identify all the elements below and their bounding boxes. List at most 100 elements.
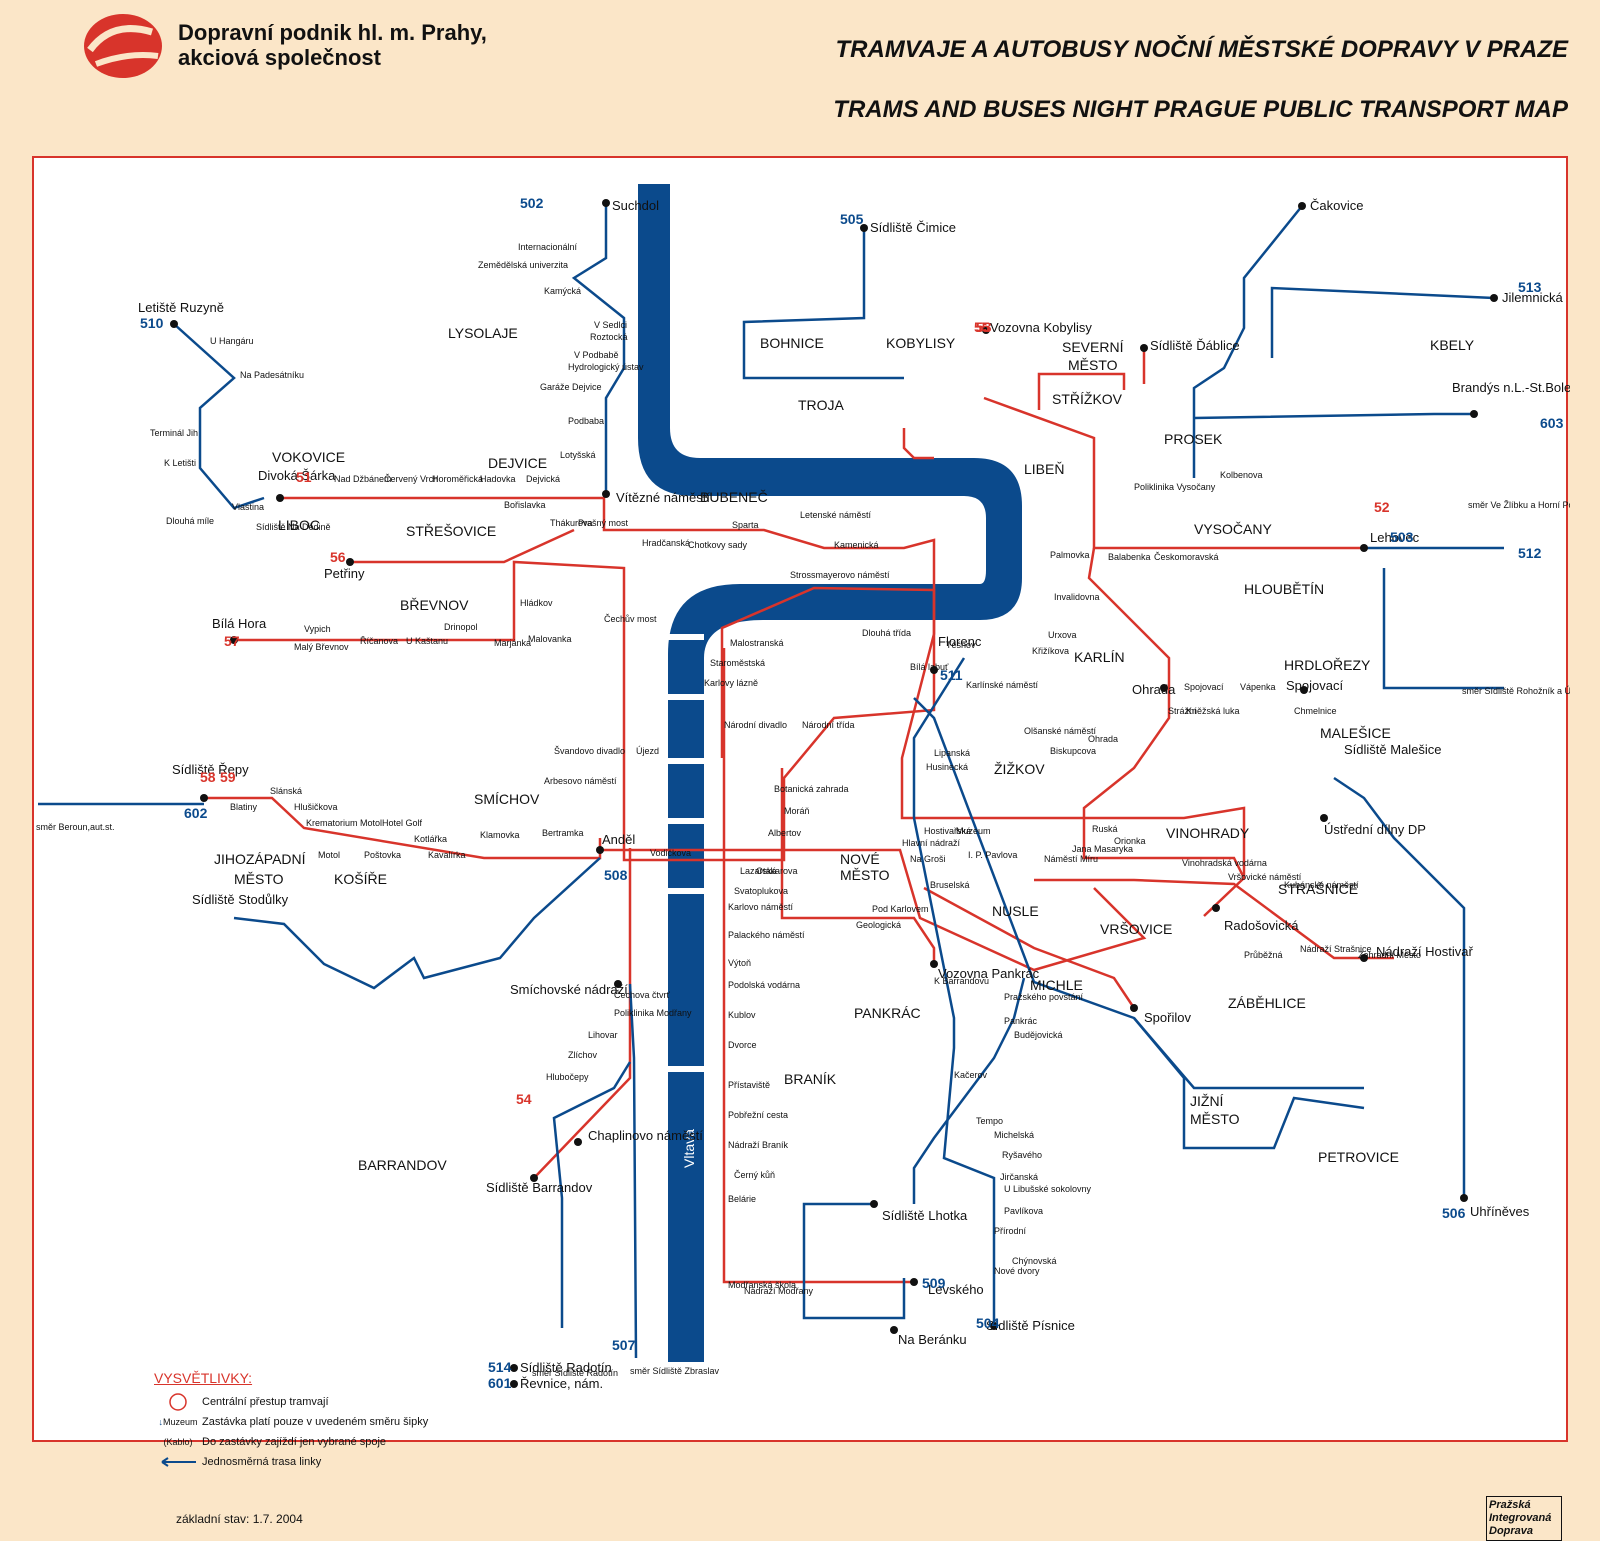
- stop-label: Nové dvory: [994, 1266, 1040, 1276]
- terminal-label: Sídliště Řepy: [172, 762, 249, 777]
- stop-label: Kačerov: [954, 1070, 988, 1080]
- stop-label: Dvorce: [728, 1040, 757, 1050]
- stop-label: Arbesovo náměstí: [544, 776, 617, 786]
- district-label: JIHOZÁPADNÍ: [214, 851, 306, 867]
- company-name: Dopravní podnik hl. m. Prahy, akciová sp…: [178, 20, 487, 70]
- stop-label: Husinecká: [926, 762, 968, 772]
- bus-line-507: [628, 983, 638, 1359]
- tram-line-56: [350, 528, 575, 564]
- stop-label: I. P. Pavlova: [968, 850, 1017, 860]
- stop-label: Otakarova: [756, 866, 798, 876]
- stop-label: Strážní: [1168, 706, 1197, 716]
- legend-item-transfer: Centrální přestup tramvají: [154, 1392, 454, 1412]
- terminal-label: Vítězné náměstí: [616, 490, 710, 505]
- stop-label: Ruská: [1092, 824, 1118, 834]
- terminal-label: Spojovací: [1286, 678, 1343, 693]
- terminal-label: Nádraží Hostivař: [1376, 944, 1473, 959]
- terminal-label: Letiště Ruzyně: [138, 300, 224, 315]
- district-label: DEJVICE: [488, 455, 547, 471]
- stop-label: Dejvická: [526, 474, 560, 484]
- stop-label: Terminál Jih: [150, 428, 198, 438]
- one-way-arrow-icon: [154, 1457, 202, 1467]
- tram-line-number: 58: [200, 769, 216, 785]
- stop-label: Lipanská: [934, 748, 970, 758]
- transport-map[interactable]: Vltava: [32, 156, 1570, 1541]
- district-label: BUBENEČ: [700, 489, 768, 505]
- stop-label: Jirčanská: [1000, 1172, 1038, 1182]
- stop-label: Michelská: [994, 1130, 1034, 1140]
- stop-label: Strossmayerovo náměstí: [790, 570, 890, 580]
- terminal-label: Florenc: [938, 634, 982, 649]
- stop-label: Hotel Golf: [382, 818, 423, 828]
- stop-label: Pražského povstání: [1004, 992, 1084, 1002]
- stop-label: Průběžná: [1244, 950, 1283, 960]
- stop-label: Moráň: [784, 806, 810, 816]
- stop-label: Přírodní: [994, 1226, 1027, 1236]
- stop-label: Malovanka: [528, 634, 572, 644]
- stop-label: Chotkovy sady: [688, 540, 748, 550]
- legend-text: Do zastávky zajíždí jen vybrané spoje: [202, 1436, 387, 1448]
- stop-label: Pavlíkova: [1004, 1206, 1043, 1216]
- tram-line-56-south: [923, 886, 1136, 1009]
- district-label: ŽIŽKOV: [994, 761, 1045, 777]
- terminal-label: Sídliště Barrandov: [486, 1180, 593, 1195]
- stop-label: Slánská: [270, 786, 302, 796]
- stop-label: Národní třída: [802, 720, 855, 730]
- tram-line-number: 55: [974, 319, 990, 335]
- stop-label: Hlubočepy: [546, 1072, 589, 1082]
- legend-text: Jednosměrná trasa linky: [202, 1456, 322, 1468]
- bus-line-502: [571, 203, 626, 494]
- stop-label: Palackého náměstí: [728, 930, 805, 940]
- tram-line-number: 57: [224, 633, 240, 649]
- direction-labels: směr Beroun,aut.st.směr Sídliště Zbrasla…: [36, 500, 1570, 1378]
- stop-label: Černý kůň: [734, 1170, 775, 1180]
- district-label: STŘEŠOVICE: [406, 523, 496, 539]
- tram-line-57-east: [1034, 878, 1394, 960]
- title-english: TRAMS AND BUSES NIGHT PRAGUE PUBLIC TRAN…: [833, 96, 1568, 123]
- stop-label: Karlovy lázně: [704, 678, 758, 688]
- company-line-2: akciová společnost: [178, 45, 381, 70]
- terminal-label: Sídliště Lhotka: [882, 1208, 968, 1223]
- district-label: LYSOLAJE: [448, 325, 518, 341]
- stop-label: Poliklinika Modřany: [614, 1008, 692, 1018]
- bus-line-number: 602: [184, 805, 208, 821]
- stop-label: Budějovická: [1014, 1030, 1063, 1040]
- legend-item-one-way: Jednosměrná trasa linky: [154, 1452, 454, 1472]
- stop-label: Vápenka: [1240, 682, 1276, 692]
- stop-label: Marjánka: [494, 638, 531, 648]
- stop-label: Svatoplukova: [734, 886, 788, 896]
- terminal-label: Uhříněves: [1470, 1204, 1530, 1219]
- legend-text: Zastávka platí pouze v uvedeném směru ši…: [202, 1416, 429, 1428]
- stop-label: Lotyšská: [560, 450, 596, 460]
- district-label: MĚSTO: [1068, 357, 1118, 373]
- stop-label: Drinopol: [444, 622, 478, 632]
- map-canvas[interactable]: Vltava: [34, 158, 1570, 1444]
- stop-label: Geologická: [856, 920, 901, 930]
- district-label: ZÁBĚHLICE: [1228, 995, 1306, 1011]
- district-label: JIŽNÍ: [1190, 1093, 1224, 1109]
- district-label: NUSLE: [992, 903, 1039, 919]
- district-label: STRAŠNICE: [1278, 881, 1358, 897]
- stop-label: Hlavní nádraží: [902, 838, 961, 848]
- stop-label: Hlušičkova: [294, 802, 338, 812]
- stop-label: Staroměstská: [710, 658, 765, 668]
- terminal-label: Sídliště Radotín: [520, 1360, 612, 1375]
- bus-line-505-south: [1133, 1017, 1364, 1090]
- terminal-label: Ohrada: [1132, 682, 1176, 697]
- district-label: SMÍCHOV: [474, 791, 540, 807]
- district-label: HLOUBĚTÍN: [1244, 581, 1324, 597]
- stop-label: Nádraží Modřany: [744, 1286, 814, 1296]
- bus-line-number: 601: [488, 1375, 512, 1391]
- bus-line-504: [912, 657, 996, 1326]
- terminal-label: Spořilov: [1144, 1010, 1191, 1025]
- district-label: MĚSTO: [234, 871, 284, 887]
- terminal-label: Bílá Hora: [212, 616, 267, 631]
- bus-line-509-south: [912, 977, 1026, 1204]
- terminal-label: Jilemnická: [1502, 290, 1563, 305]
- direction-label: směr Ve Žlíbku a Horní Počernice: [1468, 500, 1570, 510]
- tram-line-54: [600, 848, 1147, 972]
- district-label: VINOHRADY: [1166, 825, 1250, 841]
- tram-lines: [204, 348, 1394, 1284]
- stop-label: Vršovické náměstí: [1228, 872, 1302, 882]
